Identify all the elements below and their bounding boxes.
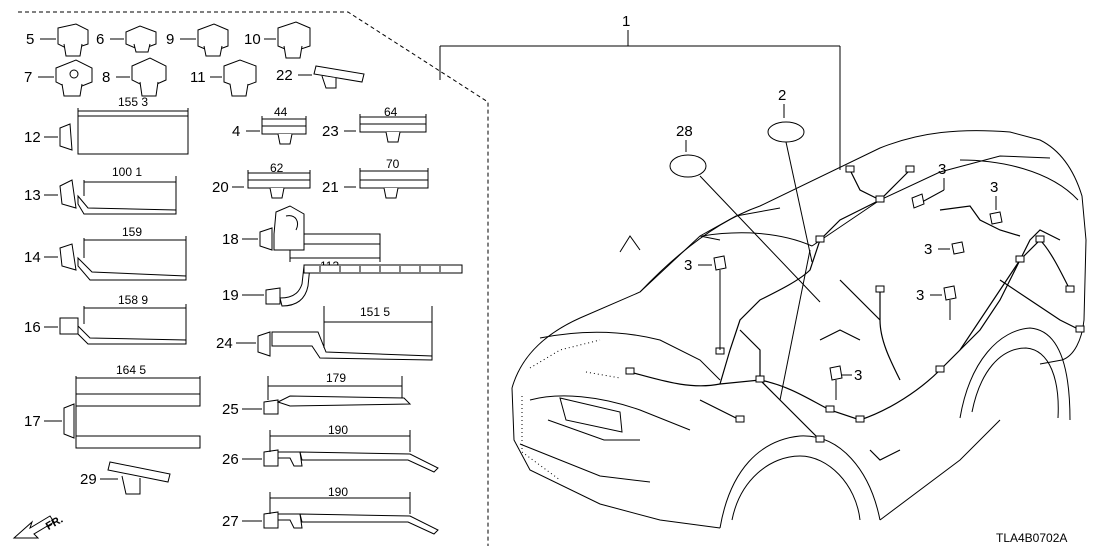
clip-20: 20 62 bbox=[212, 161, 311, 199]
dim-12: 155 3 bbox=[118, 95, 148, 109]
bolt-icon bbox=[911, 193, 925, 209]
callout-18: 18 bbox=[222, 231, 239, 248]
callout-14: 14 bbox=[24, 249, 41, 266]
bolt-3c: 3 bbox=[924, 241, 965, 258]
dim-27: 190 bbox=[328, 485, 348, 499]
callout-3a: 3 bbox=[938, 161, 946, 178]
callout-29: 29 bbox=[80, 471, 97, 488]
callout-7: 7 bbox=[24, 69, 32, 86]
dim-4: 44 bbox=[274, 105, 288, 119]
parts-panel-border bbox=[18, 11, 489, 546]
callout-1: 1 bbox=[622, 13, 630, 30]
callout-16: 16 bbox=[24, 319, 41, 336]
bolt-3b: 3 bbox=[989, 179, 1003, 225]
dim-23: 64 bbox=[384, 105, 398, 119]
clip-4: 4 44 bbox=[232, 105, 307, 145]
clip-27: 27 190 bbox=[222, 485, 439, 535]
dim-16: 158 9 bbox=[118, 293, 148, 307]
callout-26: 26 bbox=[222, 451, 239, 468]
dim-17: 164 5 bbox=[116, 363, 146, 377]
dim-21: 70 bbox=[386, 157, 400, 171]
clip-13: 13 100 1 bbox=[24, 165, 177, 215]
callout-4: 4 bbox=[232, 123, 240, 140]
callout-22: 22 bbox=[276, 67, 293, 84]
bolt-3a: 3 bbox=[911, 161, 946, 209]
callout-21: 21 bbox=[322, 179, 339, 196]
clip-19: 19 bbox=[222, 264, 463, 307]
bolt-3f: 3 bbox=[829, 365, 862, 400]
dim-14: 159 bbox=[122, 225, 142, 239]
grommet-28: 28 bbox=[669, 123, 821, 303]
callout-3d: 3 bbox=[684, 257, 692, 274]
callout-6: 6 bbox=[96, 31, 104, 48]
diagram-code: TLA4B0702A bbox=[996, 531, 1067, 545]
callout-3e: 3 bbox=[916, 287, 924, 304]
callout-23: 23 bbox=[322, 123, 339, 140]
grommet-2: 2 bbox=[767, 87, 813, 263]
front-direction-arrow-icon: FR. bbox=[12, 514, 65, 539]
callout-2: 2 bbox=[778, 87, 786, 104]
clip-14: 14 159 bbox=[24, 225, 187, 281]
front-label: FR. bbox=[44, 514, 65, 533]
clip-22: 22 bbox=[276, 65, 365, 89]
callout-17: 17 bbox=[24, 413, 41, 430]
clip-21: 21 70 bbox=[322, 157, 429, 199]
callout-19: 19 bbox=[222, 287, 239, 304]
dim-26: 190 bbox=[328, 423, 348, 437]
dim-13: 100 1 bbox=[112, 165, 142, 179]
harness-connectors bbox=[625, 165, 1085, 443]
callout-25: 25 bbox=[222, 401, 239, 418]
clip-26: 26 190 bbox=[222, 423, 439, 473]
vehicle-body bbox=[511, 130, 1087, 529]
clip-18: 18 113 bbox=[222, 205, 381, 273]
clip-11: 11 bbox=[190, 59, 257, 97]
callout-3b: 3 bbox=[990, 179, 998, 196]
clip-9: 9 bbox=[166, 23, 229, 57]
bolt-3e: 3 bbox=[916, 285, 957, 320]
clip-10: 10 bbox=[244, 21, 311, 59]
callout-24: 24 bbox=[216, 335, 233, 352]
harness-bracket bbox=[439, 30, 841, 170]
clip-16: 16 158 9 bbox=[24, 293, 187, 345]
clip-5: 5 bbox=[26, 23, 89, 57]
clip-24: 24 151 5 bbox=[216, 305, 433, 361]
callout-5: 5 bbox=[26, 31, 34, 48]
callout-3c: 3 bbox=[924, 241, 932, 258]
grommet-icon bbox=[767, 121, 805, 143]
dim-25: 179 bbox=[326, 371, 346, 385]
clip-12: 12 155 3 bbox=[24, 95, 189, 155]
callout-12: 12 bbox=[24, 129, 41, 146]
callout-11: 11 bbox=[190, 69, 206, 86]
clip-25: 25 179 bbox=[222, 371, 412, 418]
callout-10: 10 bbox=[244, 31, 261, 48]
vehicle-dotted-details bbox=[521, 339, 621, 481]
dim-24: 151 5 bbox=[360, 305, 390, 319]
clip-29: 29 bbox=[80, 461, 171, 495]
clip-6: 6 bbox=[96, 25, 157, 53]
callout-20: 20 bbox=[212, 179, 229, 196]
callout-27: 27 bbox=[222, 513, 239, 530]
clip-8: 8 bbox=[102, 57, 167, 97]
callout-28: 28 bbox=[676, 123, 693, 140]
wire-harness bbox=[629, 169, 1081, 461]
callout-13: 13 bbox=[24, 187, 41, 204]
callout-8: 8 bbox=[102, 69, 110, 86]
callout-3f: 3 bbox=[854, 367, 862, 384]
bolt-3d: 3 bbox=[684, 255, 727, 350]
callout-9: 9 bbox=[166, 31, 174, 48]
clip-23: 23 64 bbox=[322, 105, 427, 143]
clip-17: 17 164 5 bbox=[24, 363, 201, 449]
dim-20: 62 bbox=[270, 161, 284, 175]
clip-7: 7 bbox=[24, 59, 93, 97]
